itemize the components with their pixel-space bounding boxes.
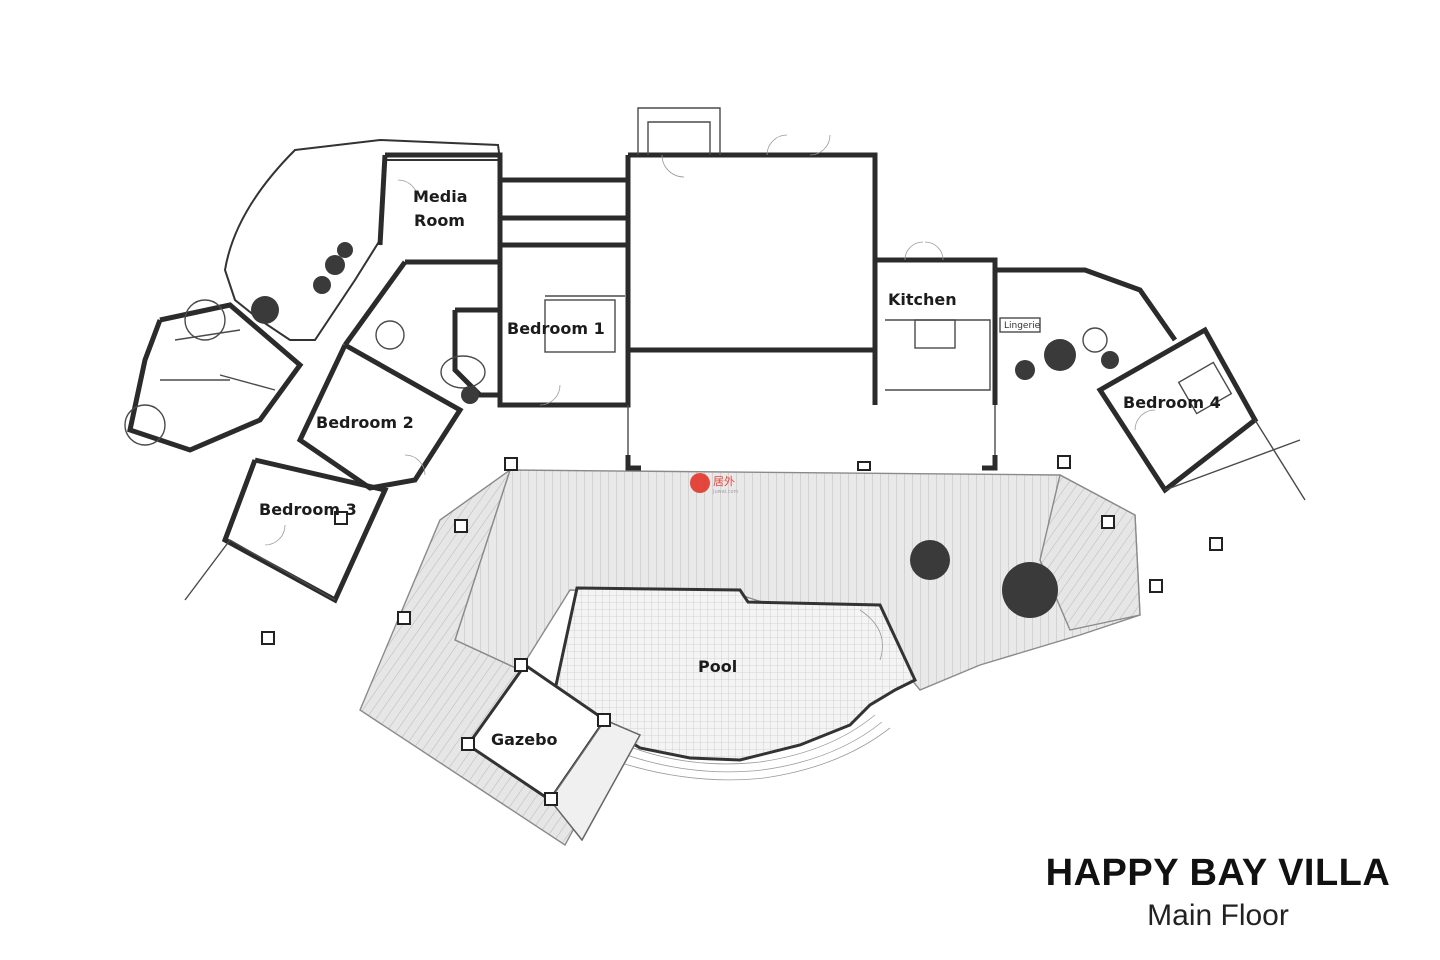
watermark-logo-icon xyxy=(690,472,710,493)
watermark-text: 居外 xyxy=(713,475,735,488)
pool xyxy=(553,586,917,781)
bedroom-2-label: Bedroom 2 xyxy=(316,413,414,432)
kitchen-label: Kitchen xyxy=(888,290,957,309)
furniture xyxy=(375,299,1233,415)
watermark: 居外 Juwai.com xyxy=(690,470,738,495)
bedroom-4-label: Bedroom 4 xyxy=(1123,393,1221,412)
room-labels: Media Room Bedroom 1 Bedroom 2 Bedroom 3… xyxy=(259,187,1221,749)
plants xyxy=(251,242,1119,618)
villa-title: HAPPY BAY VILLA xyxy=(1045,852,1391,894)
gazebo xyxy=(465,662,642,842)
watermark-subtext: Juwai.com xyxy=(713,489,739,495)
lingerie-label: Lingerie xyxy=(1004,321,1041,331)
walls xyxy=(124,107,1306,604)
pool-label: Pool xyxy=(698,657,737,676)
gazebo-label: Gazebo xyxy=(491,730,558,749)
media-room-label-2: Room xyxy=(414,211,465,230)
floor-subtitle: Main Floor xyxy=(1147,899,1289,932)
bedroom-1-label: Bedroom 1 xyxy=(507,319,605,338)
posts xyxy=(261,455,1223,806)
title-block: HAPPY BAY VILLA Main Floor xyxy=(1038,852,1398,933)
bedroom-3-label: Bedroom 3 xyxy=(259,500,357,519)
door-swings xyxy=(264,134,1156,546)
media-room-label: Media xyxy=(413,187,468,206)
